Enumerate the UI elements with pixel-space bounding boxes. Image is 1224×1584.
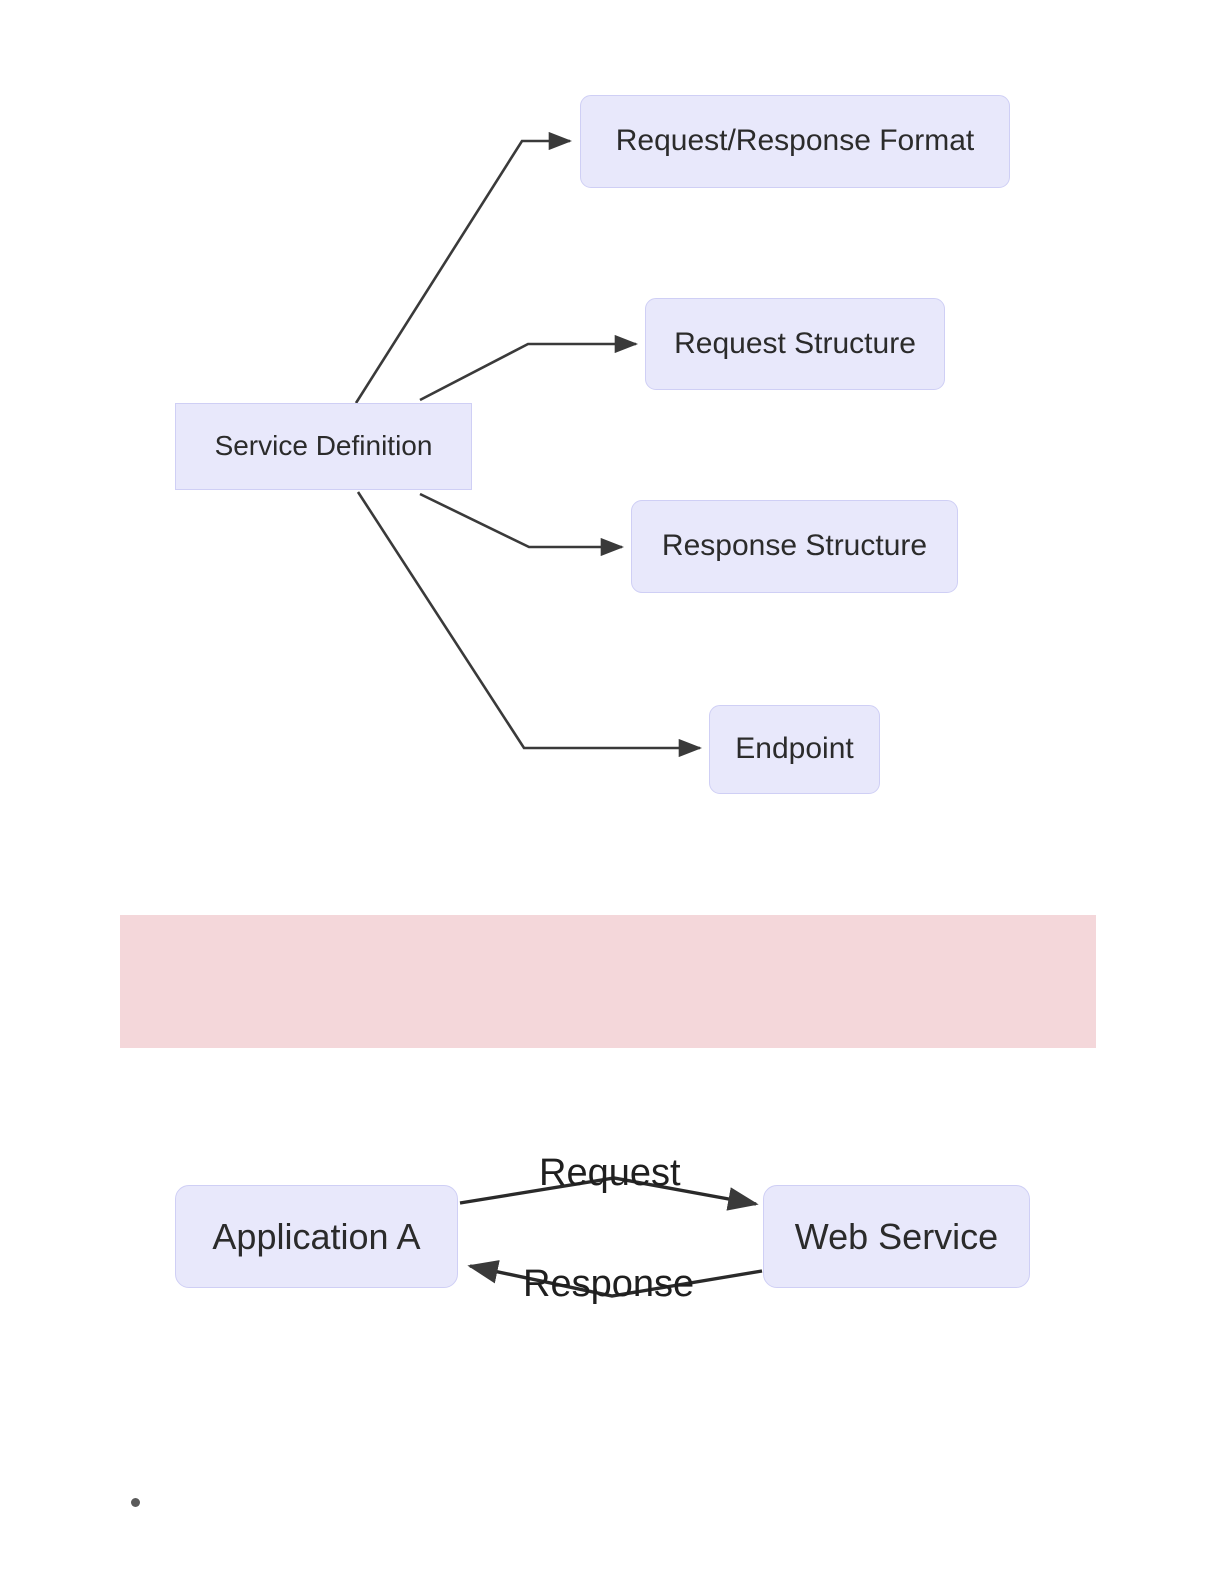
node-response-structure[interactable]: Response Structure [631,500,958,593]
redacted-highlight-band [120,915,1096,1048]
node-label: Web Service [794,1215,999,1257]
edge-servicedef-to-rrformat [354,131,573,404]
edge-label-request: Request [539,1152,681,1194]
node-service-definition[interactable]: Service Definition [175,403,472,490]
bullet-marker [131,1498,140,1507]
edge-servicedef-to-respstruct [419,492,625,557]
node-application-a[interactable]: Application A [175,1185,458,1288]
node-web-service[interactable]: Web Service [763,1185,1030,1288]
node-request-response-format[interactable]: Request/Response Format [580,95,1010,188]
edge-label-response: Response [523,1263,695,1305]
node-request-structure[interactable]: Request Structure [645,298,945,390]
edge-servicedef-to-reqstruct [419,334,639,402]
node-label: Application A [212,1215,421,1257]
node-label: Response Structure [661,529,928,563]
node-label: Request/Response Format [615,124,975,158]
node-label: Service Definition [214,430,433,462]
node-endpoint[interactable]: Endpoint [709,705,880,794]
node-label: Request Structure [674,326,916,360]
node-label: Endpoint [735,732,854,766]
